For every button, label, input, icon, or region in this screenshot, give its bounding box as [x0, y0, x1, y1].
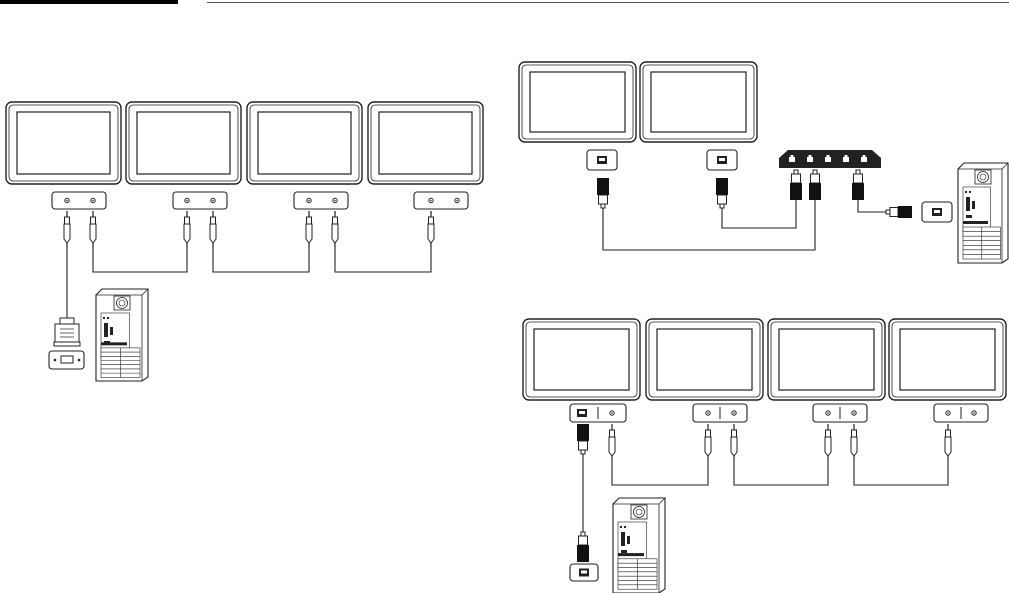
rs232c-port-icon — [851, 410, 857, 416]
rj45-plug-icon — [716, 178, 728, 209]
stereo-cable — [733, 460, 829, 486]
stereo-jack-icon — [824, 424, 832, 460]
lan-port-icon — [921, 201, 953, 223]
rj45-plug-icon — [885, 206, 912, 218]
stereo-jack-icon — [427, 211, 435, 247]
rj45-plug-icon — [852, 169, 864, 200]
stereo-jack-icon — [331, 211, 339, 247]
monitor-icon — [125, 101, 242, 185]
rs232c-port-icon — [428, 197, 434, 204]
stereo-jack-icon — [730, 424, 738, 460]
rs232c-port-panel — [413, 191, 469, 210]
rs232c-port-icon — [731, 410, 737, 416]
rs232c-port-icon — [825, 410, 831, 416]
stereo-jack-icon — [704, 424, 712, 460]
monitor-icon — [522, 318, 641, 401]
rs232c-port-icon — [64, 197, 70, 204]
stereo-jack-icon — [89, 211, 97, 247]
desktop-tower-icon — [95, 288, 149, 382]
monitor-icon — [246, 101, 363, 185]
rj45-plug-icon — [577, 531, 589, 562]
lan-port-icon — [706, 149, 738, 171]
monitor-icon — [645, 318, 764, 401]
rj45-plug-icon — [577, 424, 589, 455]
header-rule — [207, 2, 1009, 3]
stereo-jack-icon — [944, 424, 952, 460]
lan-cable — [857, 200, 886, 213]
monitor-icon — [5, 101, 122, 185]
rj45-plug-icon — [790, 169, 802, 200]
stereo-jack-icon — [608, 424, 616, 460]
lan-rs232c-port-panel — [569, 403, 627, 423]
lan-cable — [602, 200, 816, 251]
network-hub-icon — [779, 150, 881, 168]
stereo-jack-icon — [209, 211, 217, 247]
rs232c-port-icon — [306, 197, 312, 204]
lan-cable — [721, 200, 797, 229]
rs232c-port-panel — [812, 403, 868, 423]
header-bar — [0, 0, 178, 4]
monitor-icon — [888, 318, 1007, 401]
stereo-cable — [212, 246, 310, 273]
rs232c-port-icon — [705, 410, 711, 416]
rs232c-port-panel — [933, 403, 989, 423]
rs232c-port-icon — [90, 197, 96, 204]
rs232c-port-icon — [332, 197, 338, 204]
lan-port-icon — [569, 563, 599, 582]
monitor-icon — [639, 61, 758, 143]
stereo-cable — [92, 246, 188, 273]
d-sub-connector-icon — [48, 317, 85, 370]
rs232c-port-icon — [945, 410, 951, 416]
rs232c-port-icon — [184, 197, 190, 204]
monitor-icon — [518, 61, 637, 143]
stereo-jack-icon — [63, 211, 71, 247]
stereo-cable — [611, 460, 709, 486]
rj45-plug-icon — [597, 178, 609, 209]
desktop-tower-icon — [957, 162, 1009, 264]
stereo-jack-icon — [850, 424, 858, 460]
rs232c-port-icon — [609, 410, 615, 416]
rs232c-port-icon — [971, 410, 977, 416]
rs232c-port-panel — [692, 403, 748, 423]
rs232c-port-icon — [454, 197, 460, 204]
desktop-tower-icon — [612, 497, 666, 593]
rs232c-port-panel — [293, 191, 349, 210]
rs232c-port-panel — [172, 191, 228, 210]
stereo-cable — [853, 460, 949, 486]
monitor-icon — [367, 101, 484, 185]
d-sub-port — [48, 350, 85, 370]
rs232c-port-icon — [210, 197, 216, 204]
stereo-jack-icon — [183, 211, 191, 247]
rj45-plug-icon — [809, 169, 821, 200]
monitor-icon — [767, 318, 886, 401]
rs232c-port-panel — [51, 191, 107, 210]
stereo-jack-icon — [305, 211, 313, 247]
lan-port-icon — [586, 149, 618, 171]
stereo-cable — [334, 246, 432, 273]
